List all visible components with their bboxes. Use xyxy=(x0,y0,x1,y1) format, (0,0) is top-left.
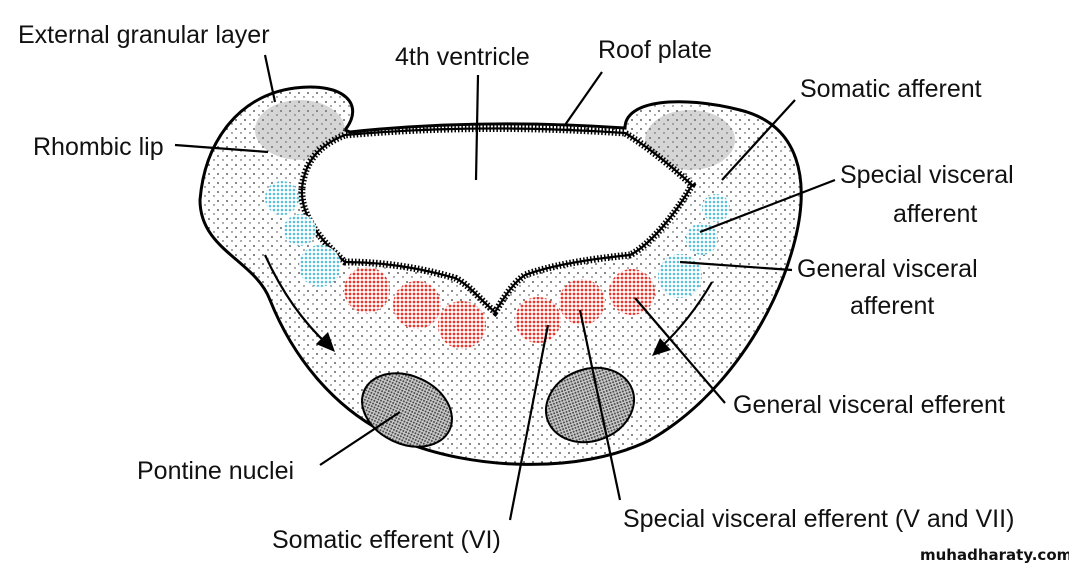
rhombic-lip-shading xyxy=(255,100,345,160)
afferent-nuclei xyxy=(265,181,730,298)
ventricle-outline xyxy=(300,127,694,314)
label-general-visceral-afferent-2: afferent xyxy=(850,292,934,320)
label-pontine-nuclei: Pontine nuclei xyxy=(137,457,294,485)
label-special-visceral-afferent-2: afferent xyxy=(893,200,977,228)
pontine-nucleus-left xyxy=(361,372,453,448)
label-somatic-afferent: Somatic afferent xyxy=(800,75,982,103)
migration-arrows xyxy=(263,254,713,356)
label-rhombic-lip: Rhombic lip xyxy=(33,133,164,161)
label-external-granular-layer: External granular layer xyxy=(18,21,270,49)
pontine-nucleus-right xyxy=(544,366,636,444)
label-general-visceral-afferent-1: General visceral xyxy=(797,255,978,283)
watermark: muhadharaty.com xyxy=(920,546,1069,564)
efferent-nuclei xyxy=(344,267,655,349)
rhombic-lip-shading-right xyxy=(645,110,735,170)
label-roof-plate: Roof plate xyxy=(598,36,712,64)
label-special-visceral-efferent: Special visceral efferent (V and VII) xyxy=(623,505,1014,533)
label-4th-ventricle: 4th ventricle xyxy=(395,43,530,71)
label-special-visceral-afferent-1: Special visceral xyxy=(840,161,1014,189)
leader-lines xyxy=(174,54,836,521)
label-general-visceral-efferent: General visceral efferent xyxy=(733,391,1005,419)
label-somatic-efferent: Somatic efferent (VI) xyxy=(272,526,501,554)
